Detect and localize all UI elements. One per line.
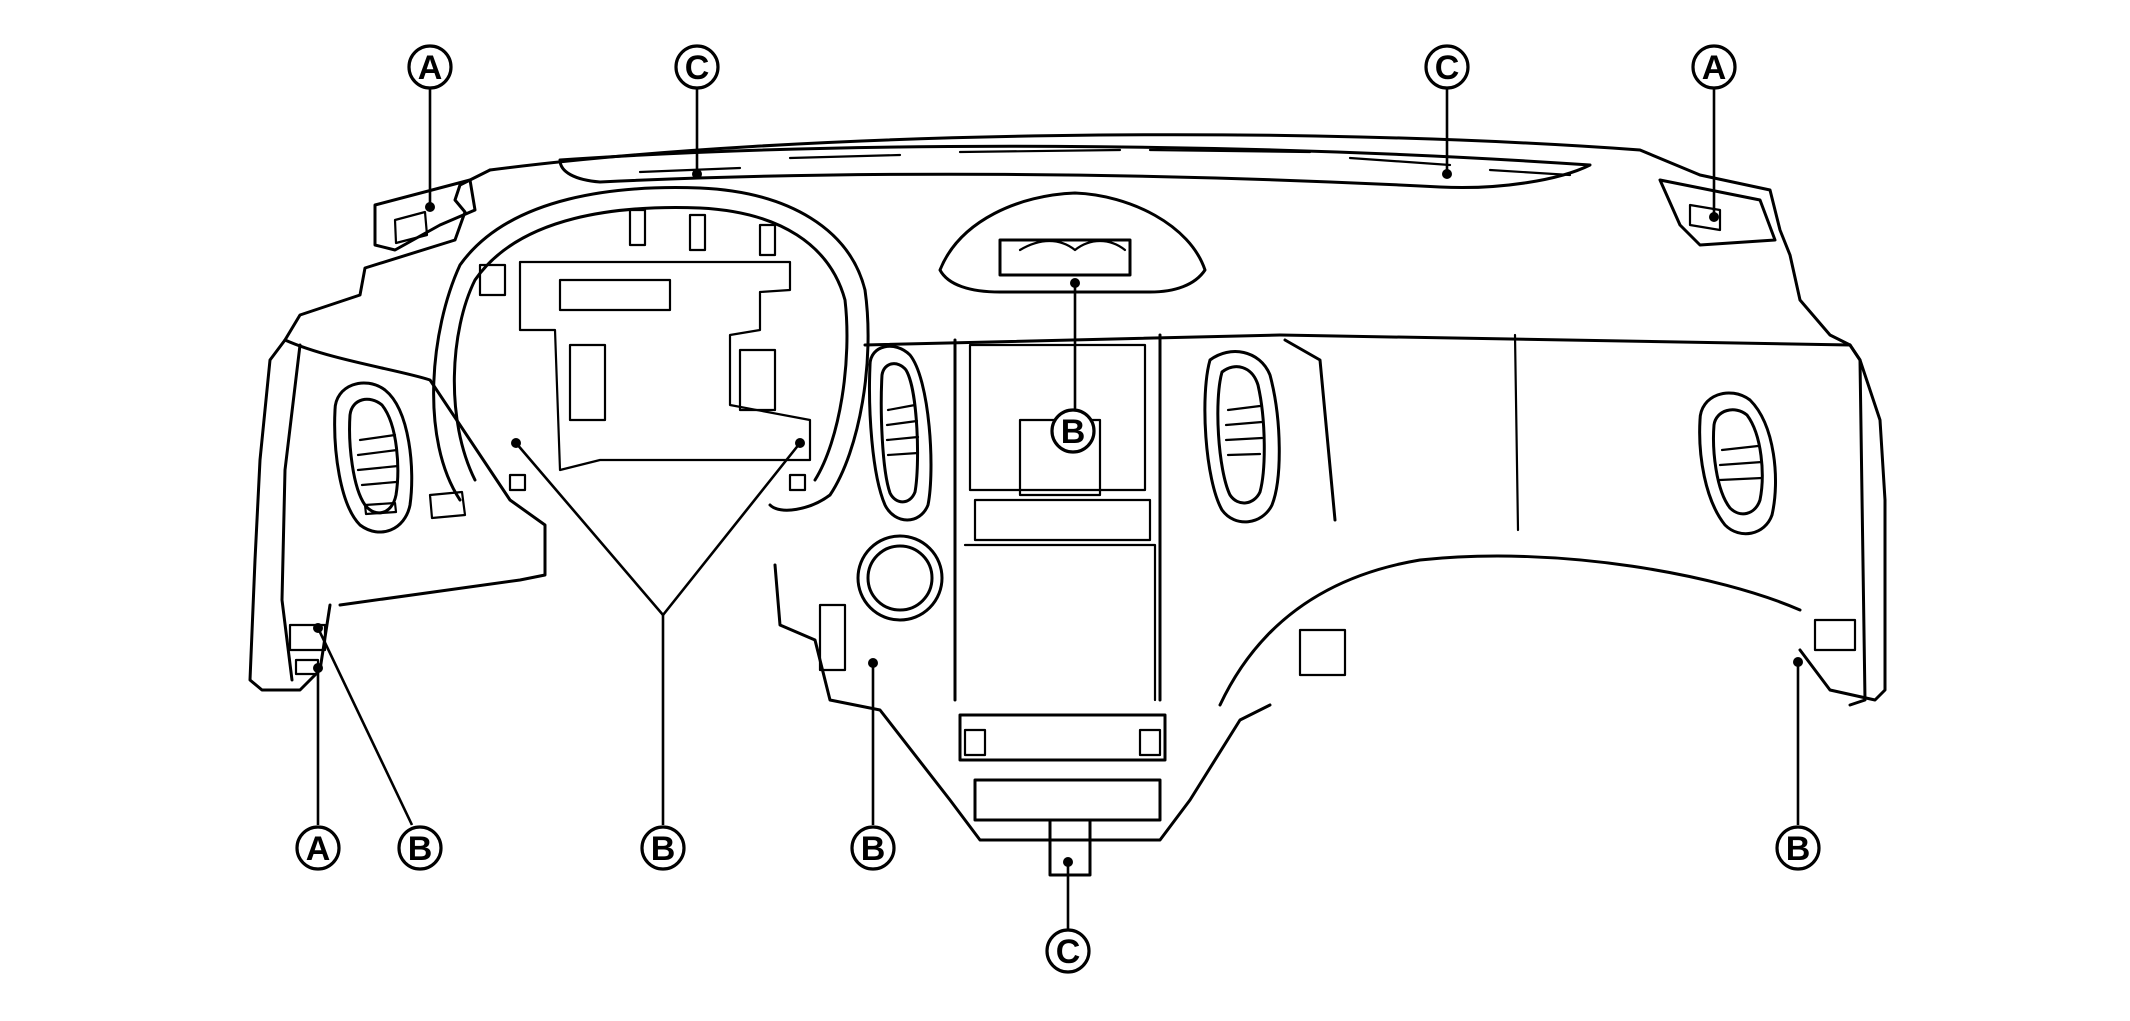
- callout-b-cluster: B: [1050, 408, 1096, 454]
- leader-lines: [313, 88, 1803, 930]
- callout-c-bottom-center: C: [1045, 928, 1091, 974]
- callout-label: A: [1702, 49, 1727, 87]
- callout-a-bottom-left: A: [295, 825, 341, 871]
- callout-b-bottom-right: B: [1775, 825, 1821, 871]
- callout-b-bottom-center: B: [850, 825, 896, 871]
- callout-label: C: [1056, 933, 1081, 971]
- callout-label: B: [408, 830, 433, 868]
- callout-label: B: [1061, 413, 1086, 451]
- callout-b-bottom-center-left: B: [640, 825, 686, 871]
- callout-a-top-left: A: [407, 44, 453, 90]
- callout-label: A: [418, 49, 443, 87]
- callout-a-top-right: A: [1691, 44, 1737, 90]
- callout-label: B: [861, 830, 886, 868]
- callout-label: B: [651, 830, 676, 868]
- callout-b-bottom-left: B: [397, 825, 443, 871]
- callout-label: C: [1435, 49, 1460, 87]
- callout-c-top-right: C: [1424, 44, 1470, 90]
- callout-label: C: [685, 49, 710, 87]
- callout-c-top-left: C: [674, 44, 720, 90]
- instrument-panel-outline: [248, 133, 1887, 877]
- callout-label: A: [306, 830, 331, 868]
- callout-label: B: [1786, 830, 1811, 868]
